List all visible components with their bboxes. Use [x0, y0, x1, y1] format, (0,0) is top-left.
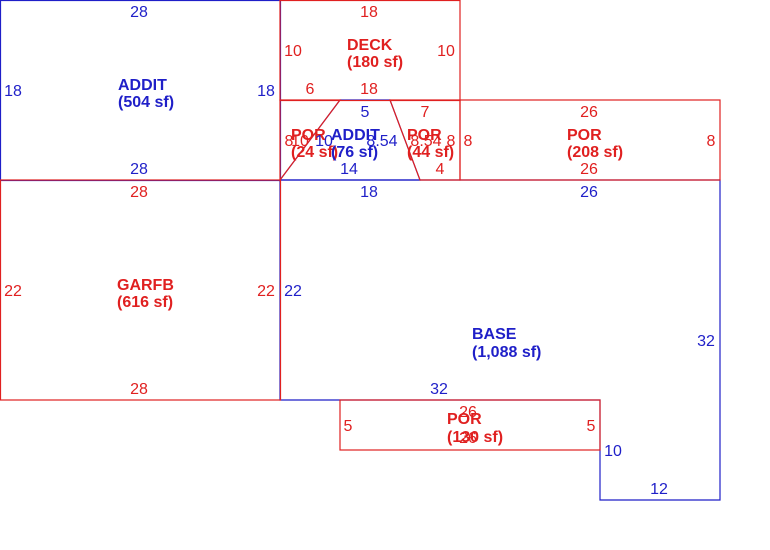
- dimension-label: 22: [257, 283, 275, 300]
- dimension-label: 28: [130, 381, 148, 398]
- dimension-label: 8: [285, 133, 294, 150]
- dimension-label: 22: [4, 283, 22, 300]
- dimension-label: 32: [697, 333, 715, 350]
- dimension-label: 4: [436, 161, 445, 178]
- dimension-label: 10: [284, 43, 302, 60]
- por-bottom-outline: [339, 399, 601, 451]
- area-sf-por-left: (24 sf): [291, 144, 338, 161]
- dimension-label: 8.54: [410, 133, 441, 150]
- area-label-base: BASE: [472, 326, 517, 343]
- dimension-label: 6: [306, 81, 315, 98]
- dimension-label: 32: [430, 381, 448, 398]
- dimension-label: 26: [459, 404, 477, 421]
- dimension-label: 18: [257, 83, 275, 100]
- area-sf-por-mid: (44 sf): [407, 144, 454, 161]
- area-label-por-mid: POR: [407, 127, 442, 144]
- area-label-por-right: POR: [567, 127, 602, 144]
- dimension-label: 18: [360, 81, 378, 98]
- por-left-outline: [279, 99, 342, 182]
- dimension-label: 8.54: [366, 133, 397, 150]
- dimension-label: 28: [130, 4, 148, 21]
- area-label-addit-top: ADDIT: [118, 77, 167, 94]
- dimension-label: 10: [604, 443, 622, 460]
- dimension-label: 8: [707, 133, 716, 150]
- dimension-label: 10: [291, 133, 309, 150]
- area-label-deck: DECK: [347, 37, 393, 54]
- dimension-label: 18: [4, 83, 22, 100]
- dimension-label: 28: [130, 161, 148, 178]
- garfb-outline: [0, 179, 282, 401]
- area-sf-por-right: (208 sf): [567, 144, 623, 161]
- dimension-label: 28: [130, 184, 148, 201]
- area-sf-addit-top: (504 sf): [118, 94, 174, 111]
- dimension-label: 10: [437, 43, 455, 60]
- dimension-label: 18: [360, 184, 378, 201]
- dimension-label: 8: [447, 133, 456, 150]
- dimension-label: 26: [459, 430, 477, 447]
- dimension-label: 26: [580, 104, 598, 121]
- area-sf-deck: (180 sf): [347, 54, 403, 71]
- dimension-label: 14: [340, 161, 358, 178]
- area-sf-addit-mid: (76 sf): [331, 144, 378, 161]
- dimension-label: 5: [361, 104, 370, 121]
- dimension-label: 22: [284, 283, 302, 300]
- por-right-outline: [459, 99, 721, 181]
- deck-outline: [279, 0, 461, 102]
- dimension-label: 18: [360, 4, 378, 21]
- dimension-label: 7: [421, 104, 430, 121]
- area-label-por-left: POR: [291, 127, 326, 144]
- dimension-label: 10: [315, 133, 333, 150]
- area-label-addit-mid: ADDIT: [331, 127, 380, 144]
- area-label-por-bottom: POR: [447, 411, 482, 428]
- dimension-label: 26: [580, 161, 598, 178]
- dimension-label: 5: [587, 418, 596, 435]
- dimension-label: 5: [344, 418, 353, 435]
- area-sf-base: (1,088 sf): [472, 344, 541, 361]
- area-sf-por-bottom: (130 sf): [447, 429, 503, 446]
- dimension-label: 12: [650, 481, 668, 498]
- dimension-label: 26: [580, 184, 598, 201]
- area-label-garfb: GARFB: [117, 277, 174, 294]
- area-sf-garfb: (616 sf): [117, 294, 173, 311]
- dimension-label: 8: [464, 133, 473, 150]
